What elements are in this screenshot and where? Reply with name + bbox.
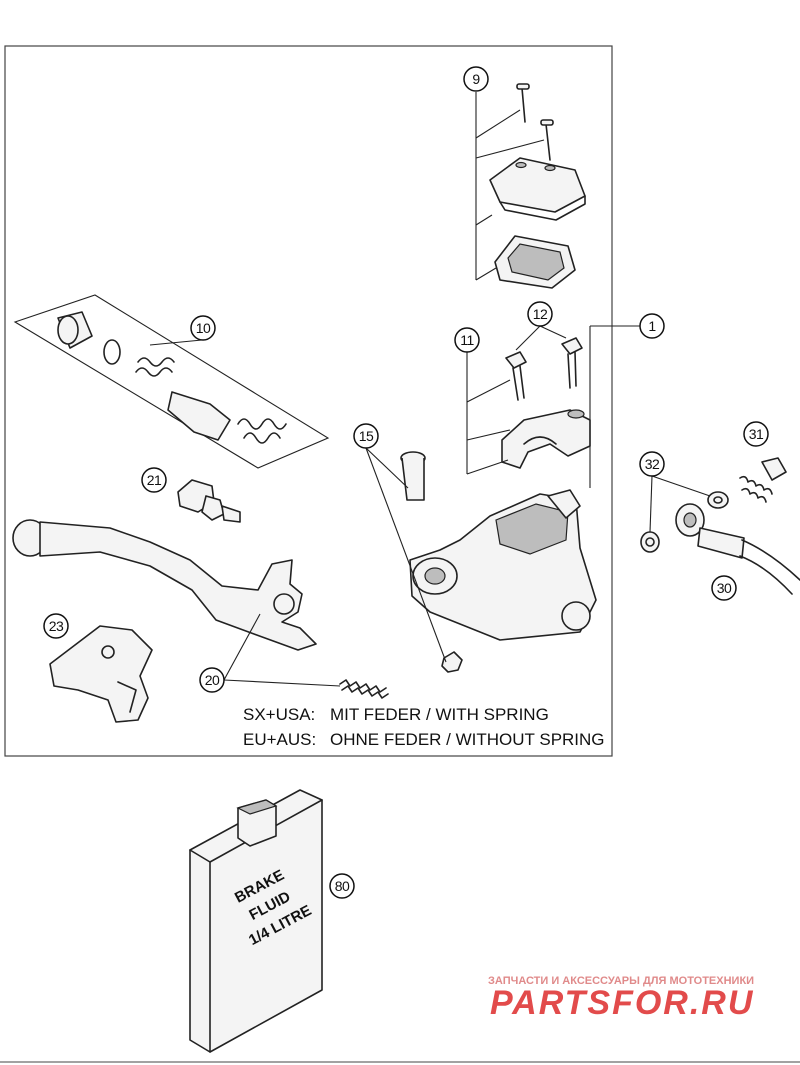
callout-11: 11 (454, 327, 480, 353)
callout-10: 10 (149, 315, 216, 346)
part-1-master-cylinder (409, 325, 640, 641)
note-line-1-prefix: SX+USA: (243, 705, 315, 724)
callout-23: 23 (43, 613, 69, 639)
note-line-2-text: OHNE FEDER / WITHOUT SPRING (330, 730, 605, 749)
callout-1: 1 (639, 313, 665, 339)
callout-32: 32 (639, 451, 665, 477)
part-21-adjuster (177, 479, 241, 523)
note-line-2-prefix: EU+AUS: (243, 730, 316, 749)
svg-text:9: 9 (472, 71, 480, 87)
part-9-reservoir-cap (475, 83, 586, 289)
svg-text:21: 21 (147, 472, 162, 488)
svg-text:80: 80 (335, 878, 350, 894)
callout-12: 12 (527, 301, 553, 327)
callout-21: 21 (141, 467, 167, 493)
svg-text:23: 23 (49, 618, 64, 634)
svg-text:15: 15 (359, 428, 374, 444)
svg-text:31: 31 (749, 426, 764, 442)
callout-80: 80 (329, 873, 355, 899)
callout-9: 9 (463, 66, 489, 92)
part-11-clamp (466, 325, 591, 475)
svg-text:30: 30 (717, 580, 732, 596)
svg-text:20: 20 (205, 672, 220, 688)
callout-30: 30 (711, 575, 737, 601)
watermark-subtitle: ЗАПЧАСТИ И АКСЕССУАРЫ ДЛЯ МОТОТЕХНИКИ (488, 975, 754, 987)
svg-text:10: 10 (196, 320, 211, 336)
part-80-brake-fluid-can: BRAKE FLUID 1/4 LITRE (189, 789, 323, 1053)
part-30-brake-hose (675, 503, 800, 595)
part-10-piston-kit (13, 294, 330, 469)
callout-15: 15 (353, 423, 379, 449)
part-23-guard (49, 625, 153, 723)
part-15-pivot-bolt (365, 447, 463, 673)
watermark-brand: PARTSFOR.RU (490, 984, 754, 1022)
svg-text:1: 1 (648, 318, 656, 334)
callout-20: 20 (199, 613, 341, 693)
svg-text:12: 12 (533, 306, 548, 322)
note-line-1-text: MIT FEDER / WITH SPRING (330, 705, 549, 724)
callout-31: 31 (743, 421, 769, 447)
diagram-frame (4, 45, 613, 757)
part-31-banjo-bolt (739, 457, 787, 503)
part-20-brake-lever (12, 519, 389, 699)
part-32-washers (640, 475, 729, 553)
svg-text:32: 32 (645, 456, 660, 472)
svg-text:11: 11 (460, 332, 474, 348)
